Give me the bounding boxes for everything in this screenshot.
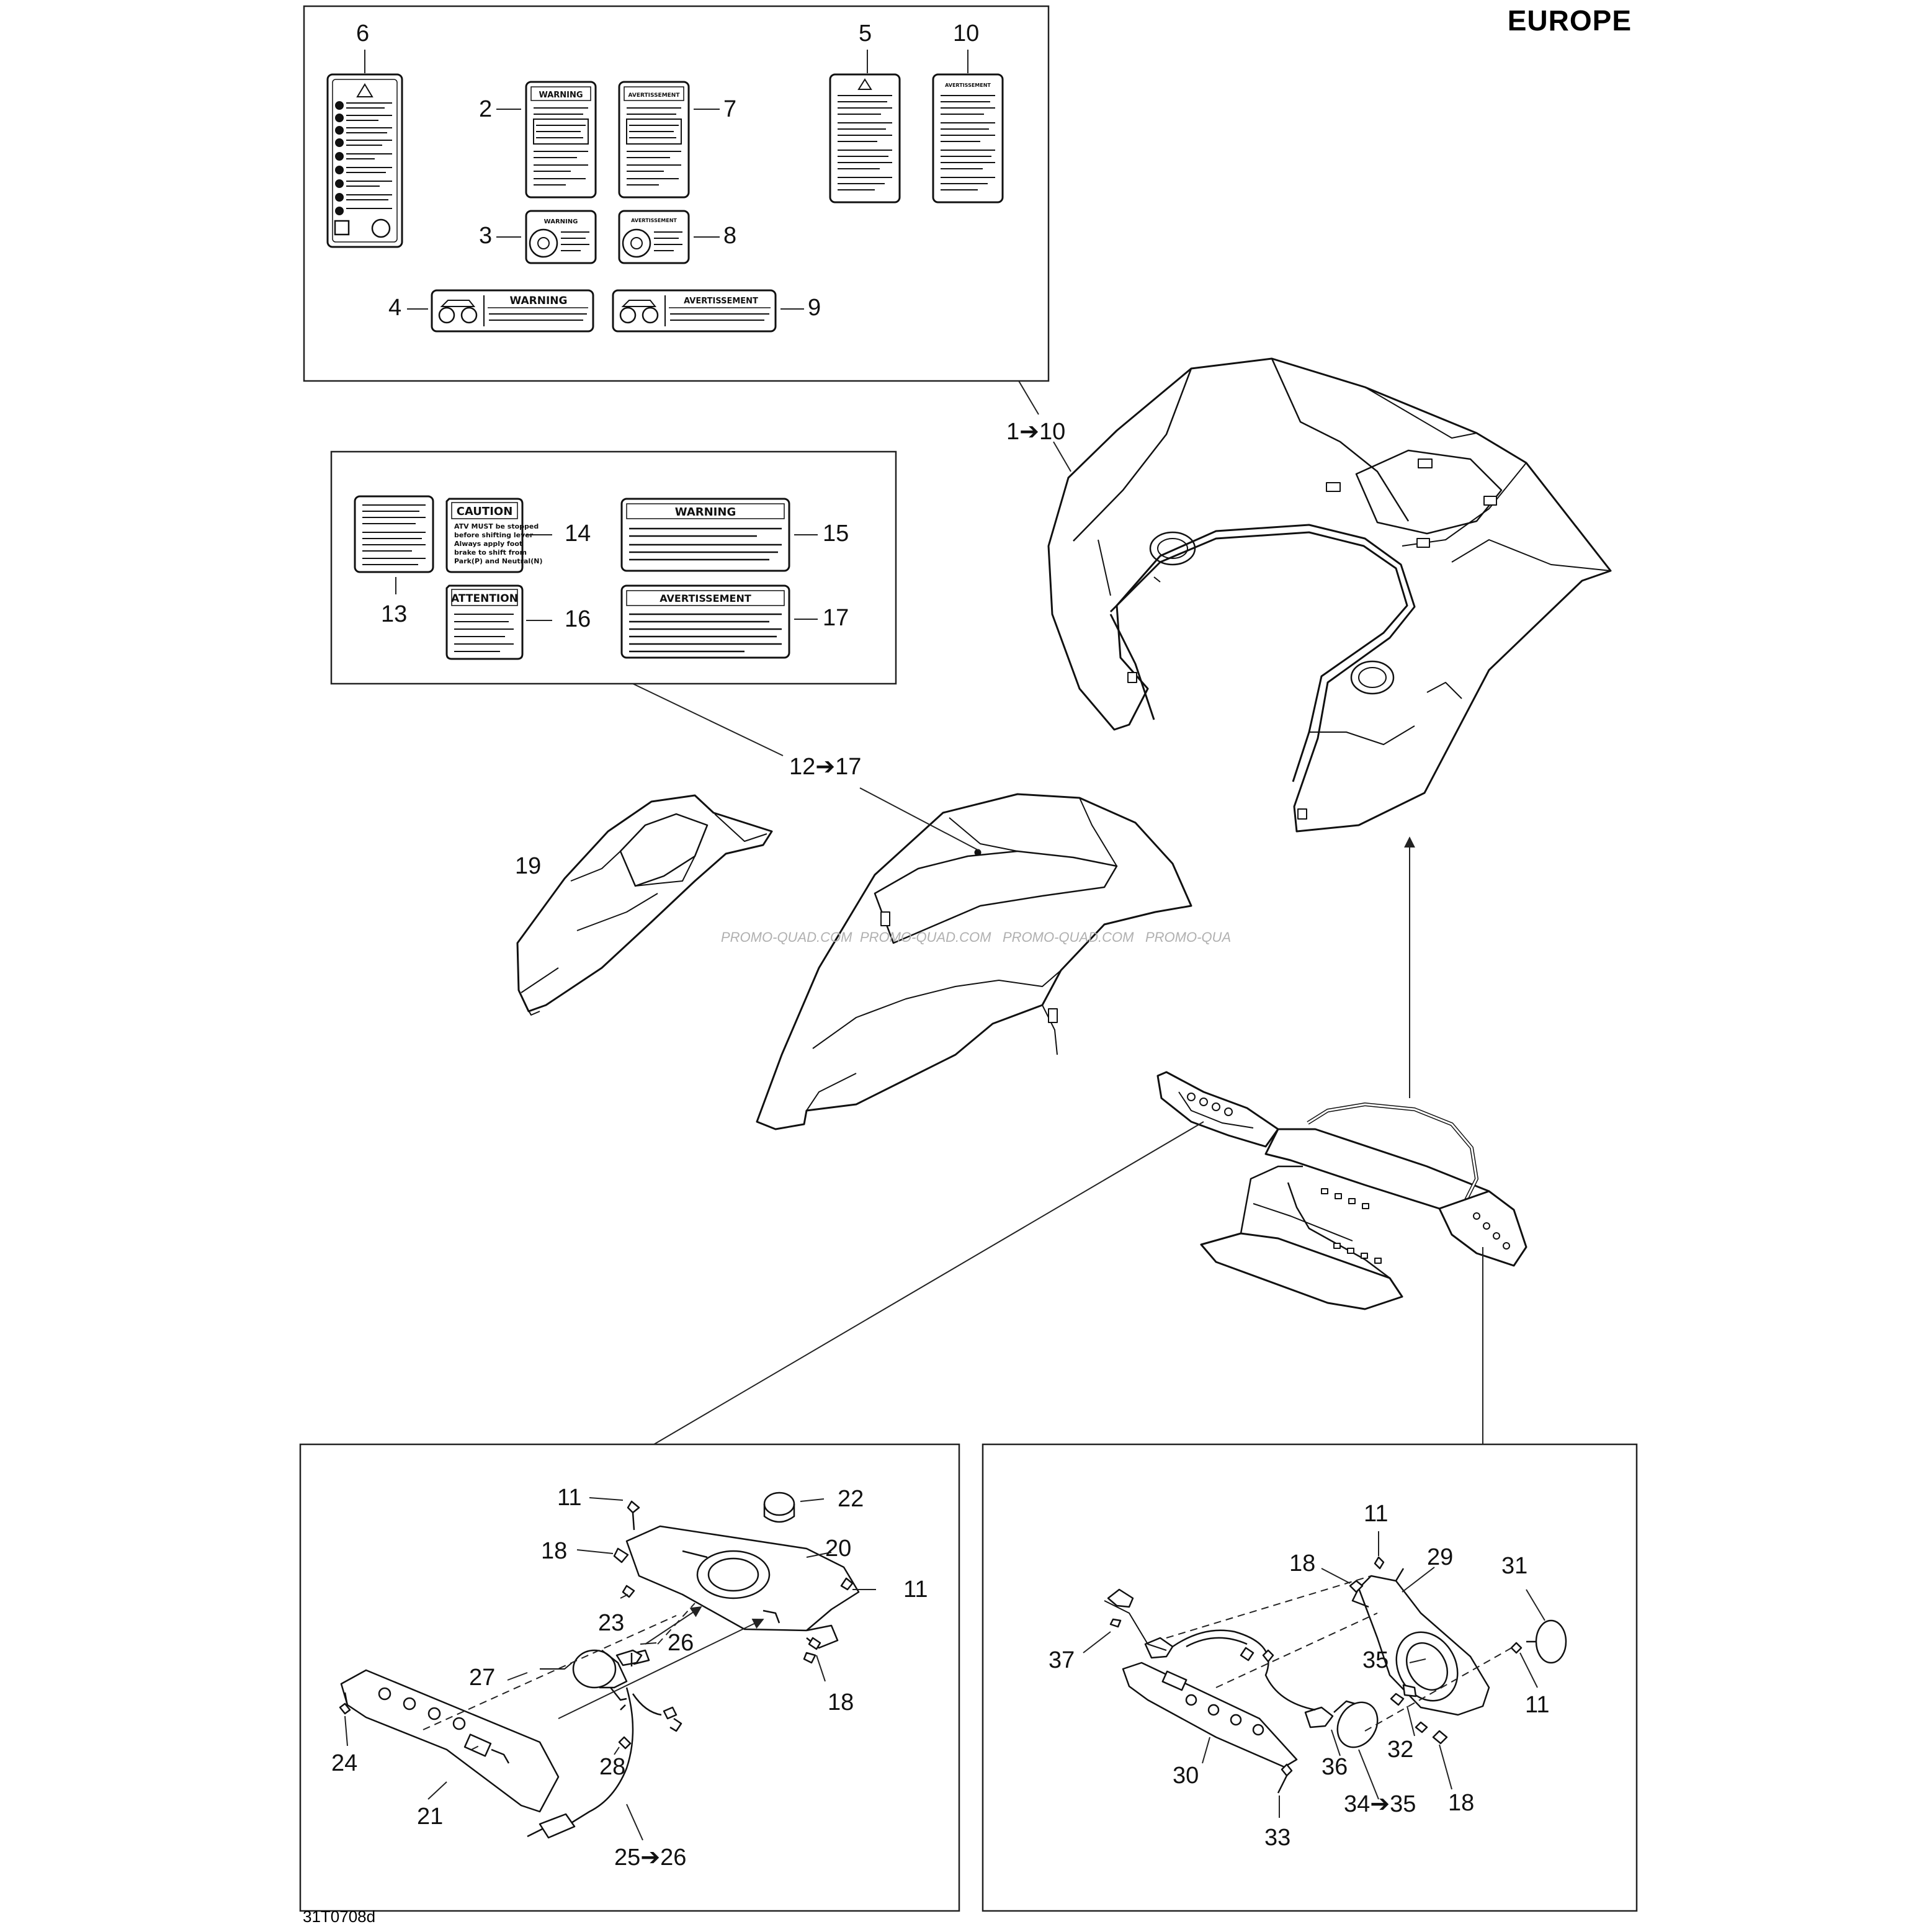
front-fender-assembly <box>756 793 1192 1130</box>
callout-right-31: 31 <box>1501 1553 1528 1579</box>
callout-left-22: 22 <box>838 1486 864 1512</box>
callout-right-33: 33 <box>1264 1825 1291 1851</box>
callout-right-30: 30 <box>1173 1763 1199 1789</box>
detail-frame-right <box>982 1443 1638 1912</box>
svg-text:Park(P) and Neutral(N): Park(P) and Neutral(N) <box>454 557 542 565</box>
svg-text:PROMO-QUA: PROMO-QUA <box>1145 929 1231 945</box>
callout-right-36: 36 <box>1322 1754 1348 1780</box>
callout-7: 7 <box>723 96 737 122</box>
svg-text:PROMO-QUAD.COM: PROMO-QUAD.COM <box>860 929 991 945</box>
callout-19: 19 <box>515 853 542 879</box>
watermark-strip: PROMO-QUAD.COM PROMO-QUAD.COM PROMO-QUAD… <box>721 929 1231 945</box>
front-fascia-body <box>1047 357 1612 833</box>
callout-left-24: 24 <box>331 1750 358 1776</box>
left-detail-leaders <box>344 1497 876 1841</box>
callout-17: 17 <box>823 605 849 631</box>
svg-text:before shifting lever: before shifting lever <box>454 531 534 539</box>
decal-2-warning: WARNING <box>525 81 597 199</box>
right-detail-leaders <box>1083 1531 1545 1818</box>
callout-right-18-top: 18 <box>1289 1550 1316 1576</box>
callout-left-18-top: 18 <box>541 1538 568 1564</box>
callout-1-to-10: 1➔10 <box>1006 419 1066 445</box>
decal-3-warning-wheel: WARNING <box>525 210 597 264</box>
decal-leader-lines <box>364 50 968 621</box>
front-bumper-frame <box>1156 1071 1527 1310</box>
callout-right-32: 32 <box>1387 1737 1414 1763</box>
callout-6: 6 <box>356 20 370 47</box>
callout-left-25-to-26: 25➔26 <box>614 1845 687 1871</box>
decal-10-avertissement-tall: AVERTISSEMENT <box>932 73 1004 203</box>
svg-text:PROMO-QUAD.COM: PROMO-QUAD.COM <box>1003 929 1134 945</box>
decal-frame-top <box>303 5 1050 382</box>
callout-3: 3 <box>479 223 493 249</box>
callout-right-11-bottom: 11 <box>1525 1692 1550 1718</box>
callout-right-34-to-35: 34➔35 <box>1344 1791 1416 1817</box>
callout-8: 8 <box>723 223 737 249</box>
callout-left-18-bottom: 18 <box>828 1689 854 1715</box>
svg-text:CAUTION: CAUTION <box>457 505 513 518</box>
svg-text:ATTENTION: ATTENTION <box>451 593 518 605</box>
callout-left-27: 27 <box>469 1665 496 1691</box>
callout-left-23: 23 <box>598 1610 625 1636</box>
svg-text:WARNING: WARNING <box>510 295 568 307</box>
detail-frame-left <box>299 1443 960 1912</box>
region-tag: EUROPE <box>1507 4 1632 37</box>
svg-text:AVERTISSEMENT: AVERTISSEMENT <box>945 83 991 88</box>
decal-9-avertissement-strip: AVERTISSEMENT <box>612 289 777 333</box>
decal-13-notice <box>354 495 434 573</box>
decal-4-warning-strip: WARNING <box>431 289 594 333</box>
callout-right-29: 29 <box>1427 1544 1454 1570</box>
callout-left-26: 26 <box>668 1630 694 1656</box>
diagram-code: 31T0708d <box>303 1907 376 1926</box>
svg-text:PROMO-QUAD.COM: PROMO-QUAD.COM <box>721 929 852 945</box>
decal-5-warning-tall <box>829 73 901 203</box>
callout-right-11-top: 11 <box>1364 1501 1389 1527</box>
callout-12-to-17: 12➔17 <box>789 754 862 780</box>
callout-right-35: 35 <box>1362 1647 1389 1673</box>
svg-text:WARNING: WARNING <box>544 218 578 225</box>
assembly-leaders <box>632 380 1483 1445</box>
left-signal-detail <box>339 1491 860 1839</box>
svg-text:WARNING: WARNING <box>539 91 583 100</box>
decal-14-caution: CAUTION ATV MUST be stopped before shift… <box>445 498 542 573</box>
decal-15-warning-wide: WARNING <box>620 498 790 572</box>
callout-left-28: 28 <box>599 1754 626 1780</box>
callout-9: 9 <box>808 295 821 321</box>
callout-right-18-bottom: 18 <box>1448 1790 1475 1816</box>
decal-7-avertissement: AVERTISSEMENT <box>618 81 690 199</box>
callout-5: 5 <box>859 20 872 47</box>
svg-text:AVERTISSEMENT: AVERTISSEMENT <box>628 92 681 99</box>
callout-15: 15 <box>823 521 849 547</box>
svg-text:AVERTISSEMENT: AVERTISSEMENT <box>684 297 758 306</box>
callout-left-11-right: 11 <box>903 1576 928 1603</box>
decal-16-attention: ATTENTION <box>445 584 524 660</box>
decal-8-avertissement-wheel: AVERTISSEMENT <box>618 210 690 264</box>
callout-14: 14 <box>565 521 591 547</box>
svg-text:Always apply foot: Always apply foot <box>454 540 522 548</box>
right-signal-detail <box>1104 1556 1567 1794</box>
decal-6-multilanguage <box>326 73 403 248</box>
callout-13: 13 <box>381 601 408 627</box>
svg-text:AVERTISSEMENT: AVERTISSEMENT <box>631 218 677 223</box>
callout-left-20: 20 <box>825 1536 852 1562</box>
decal-frame-middle <box>330 450 897 685</box>
decal-17-avertissement-wide: AVERTISSEMENT <box>620 584 790 659</box>
callout-right-37: 37 <box>1049 1647 1075 1673</box>
svg-text:ATV MUST be stopped: ATV MUST be stopped <box>454 522 539 530</box>
svg-text:AVERTISSEMENT: AVERTISSEMENT <box>660 593 751 604</box>
svg-text:brake to shift from: brake to shift from <box>454 548 527 557</box>
callout-left-11-top: 11 <box>557 1485 582 1511</box>
callout-16: 16 <box>565 606 591 632</box>
front-visor-part-19 <box>516 794 773 1016</box>
callout-4: 4 <box>388 295 402 321</box>
svg-text:WARNING: WARNING <box>675 506 736 519</box>
callout-left-21: 21 <box>417 1804 444 1830</box>
callout-10: 10 <box>953 20 980 47</box>
callout-2: 2 <box>479 96 493 122</box>
